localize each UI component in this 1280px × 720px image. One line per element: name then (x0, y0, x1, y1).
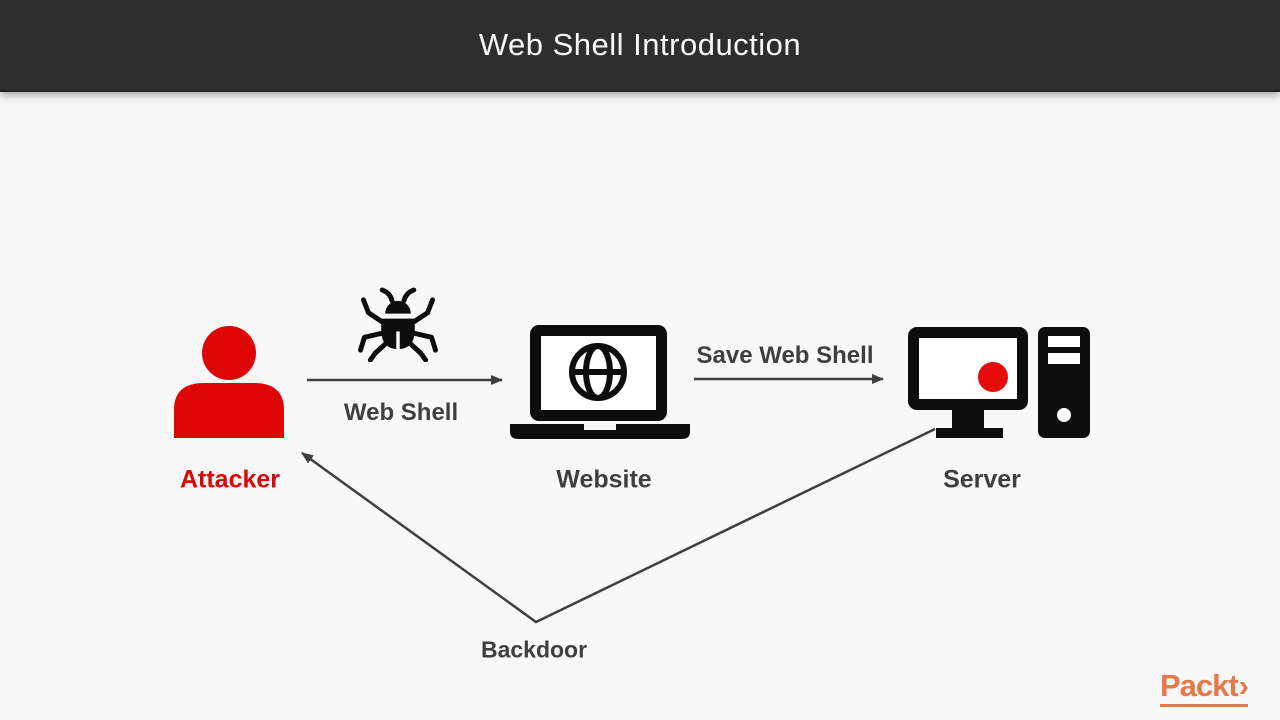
slide-title: Web Shell Introduction (478, 27, 802, 62)
attacker-label: Attacker (179, 465, 281, 494)
compromise-dot (978, 362, 1008, 392)
laptop-globe-icon (510, 325, 690, 439)
webshell-edge-label: Web Shell (343, 399, 459, 426)
globe-icon (569, 343, 627, 401)
packt-logo: Packt› (1159, 668, 1249, 707)
save-webshell-edge-label: Save Web Shell (696, 342, 874, 369)
packt-chevron-icon: › (1238, 668, 1249, 703)
attacker-person-icon (174, 326, 284, 438)
backdoor-edge-label: Backdoor (480, 636, 588, 663)
bug-icon (358, 287, 438, 362)
packt-logo-text: Packt (1159, 668, 1239, 703)
website-label: Website (556, 465, 652, 494)
title-bar: Web Shell Introduction (0, 0, 1280, 92)
desktop-tower-icon (908, 327, 1090, 438)
server-label: Server (943, 465, 1021, 494)
arrow-server-to-attacker-backdoor (301, 427, 936, 624)
